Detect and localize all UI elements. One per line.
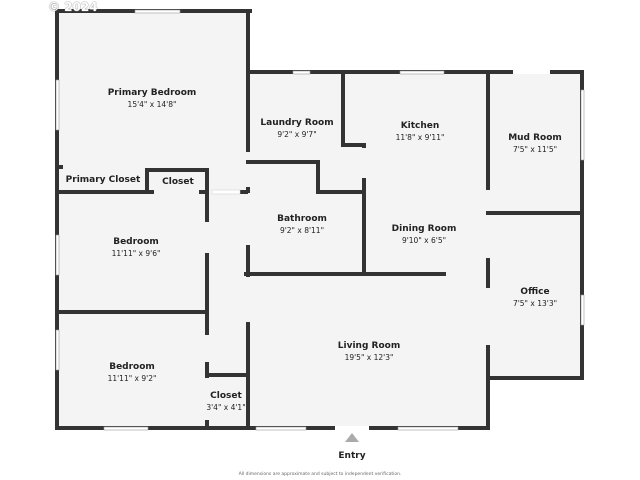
room-bedroom-1: Bedroom 11'11" x 9'6" xyxy=(112,237,161,258)
entry-label: Entry xyxy=(338,451,366,461)
room-name: Living Room xyxy=(337,341,401,351)
room-name: Kitchen xyxy=(400,121,440,131)
room-office: Office 7'5" x 13'3" xyxy=(513,287,557,308)
room-name: Office xyxy=(520,287,550,297)
room-living-room: Living Room 19'5" x 12'3" xyxy=(338,341,400,362)
room-name: Primary Closet xyxy=(65,175,141,185)
room-closet: Closet xyxy=(162,177,194,187)
room-name: Dining Room xyxy=(391,224,457,234)
room-name: Bedroom xyxy=(109,362,155,372)
entry-arrow-icon xyxy=(345,433,359,442)
room-dimensions: 15'4" x 14'8" xyxy=(127,100,177,109)
room-dimensions: 11'11" x 9'2" xyxy=(107,374,157,383)
room-bedroom-2: Bedroom 11'11" x 9'2" xyxy=(108,362,157,383)
room-dimensions: 9'10" x 6'5" xyxy=(401,236,447,245)
room-dining-room: Dining Room 9'10" x 6'5" xyxy=(392,224,457,245)
room-name: Mud Room xyxy=(508,133,562,143)
copyright-watermark: © 2024 xyxy=(48,0,98,14)
room-dimensions: 19'5" x 12'3" xyxy=(344,353,394,362)
room-dimensions: 11'8" x 9'11" xyxy=(395,133,445,142)
room-dimensions: 9'2" x 9'7" xyxy=(277,130,317,139)
room-mud-room: Mud Room 7'5" x 11'5" xyxy=(508,133,562,154)
room-name: Closet xyxy=(210,391,242,401)
room-primary-closet: Primary Closet xyxy=(66,175,141,185)
room-name: Primary Bedroom xyxy=(107,88,197,98)
room-primary-bedroom: Primary Bedroom 15'4" x 14'8" xyxy=(108,88,197,109)
room-name: Laundry Room xyxy=(260,118,334,128)
disclaimer: All dimensions are approximate and subje… xyxy=(238,472,402,477)
room-dimensions: 7'5" x 13'3" xyxy=(512,299,558,308)
room-name: Bedroom xyxy=(113,237,159,247)
room-dimensions: 9'2" x 8'11" xyxy=(279,226,325,235)
room-dimensions: 3'4" x 4'1" xyxy=(206,403,246,412)
room-name: Bathroom xyxy=(277,214,327,224)
room-laundry: Laundry Room 9'2" x 9'7" xyxy=(260,118,333,139)
room-dimensions: 7'5" x 11'5" xyxy=(512,145,558,154)
room-dimensions: 11'11" x 9'6" xyxy=(111,249,161,258)
room-bathroom: Bathroom 9'2" x 8'11" xyxy=(277,214,327,235)
room-closet-small: Closet 3'4" x 4'1" xyxy=(206,391,245,412)
room-kitchen: Kitchen 11'8" x 9'11" xyxy=(396,121,445,142)
windows xyxy=(55,9,585,431)
openings xyxy=(211,70,550,430)
floors xyxy=(57,11,582,428)
room-name: Closet xyxy=(162,177,194,187)
